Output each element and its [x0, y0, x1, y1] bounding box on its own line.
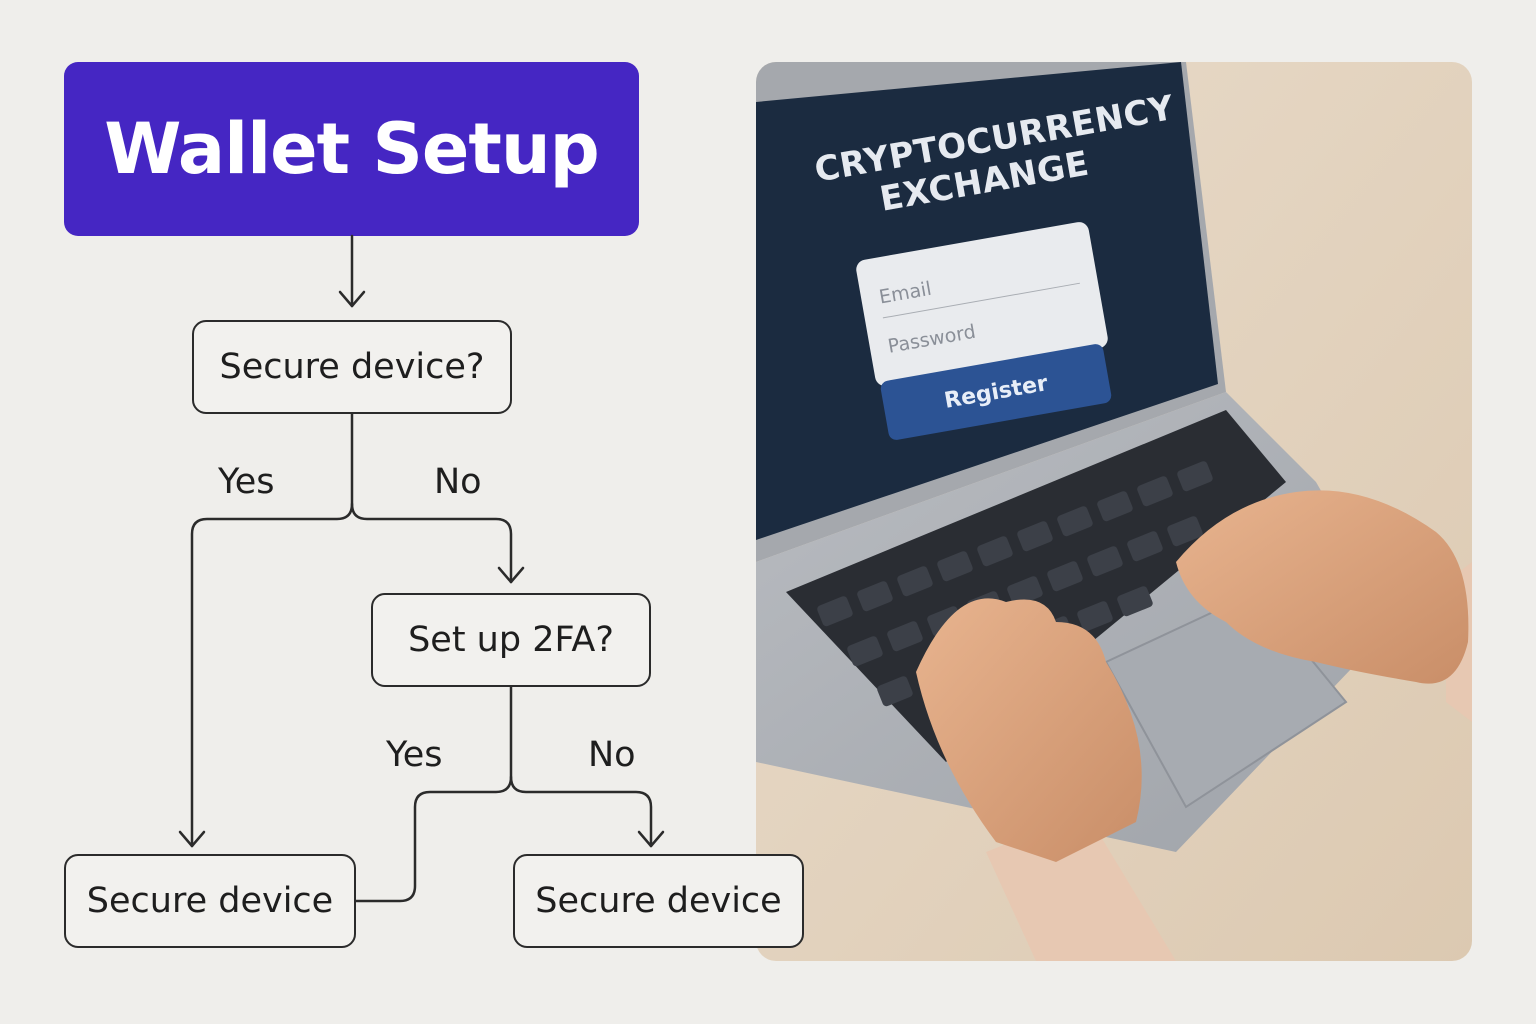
edge-label-q2-no: No	[588, 735, 636, 775]
wallet-setup-title-text: Wallet Setup	[104, 108, 600, 190]
wallet-setup-title: Wallet Setup	[64, 62, 639, 236]
connector-q1-no	[350, 502, 513, 584]
edge-label-q2-yes: Yes	[386, 735, 443, 775]
left-hand	[916, 598, 1142, 862]
setup-2fa-question-node: Set up 2FA?	[371, 593, 651, 687]
laptop-photo: CRYPTOCURRENCY EXCHANGE Email Password R…	[756, 62, 1472, 961]
arrowhead-left-device	[178, 830, 206, 848]
arrowhead-q1	[338, 290, 366, 308]
setup-2fa-question-text: Set up 2FA?	[408, 620, 614, 660]
right-hand	[1176, 490, 1469, 684]
connector-q1-split	[190, 412, 354, 848]
connector-q2-yes	[354, 685, 513, 903]
arrowhead-q2	[497, 566, 525, 584]
secure-device-right-text: Secure device	[535, 881, 782, 921]
secure-device-left-text: Secure device	[86, 881, 334, 921]
secure-device-question-text: Secure device?	[219, 347, 485, 387]
secure-device-right-node: Secure device	[513, 854, 804, 948]
edge-label-q1-no: No	[434, 462, 482, 502]
arrowhead-right-device	[637, 830, 665, 848]
edge-label-q1-yes: Yes	[218, 462, 275, 502]
secure-device-left-node: Secure device	[64, 854, 356, 948]
connector-q2-no	[509, 775, 653, 848]
secure-device-question-node: Secure device?	[192, 320, 512, 414]
